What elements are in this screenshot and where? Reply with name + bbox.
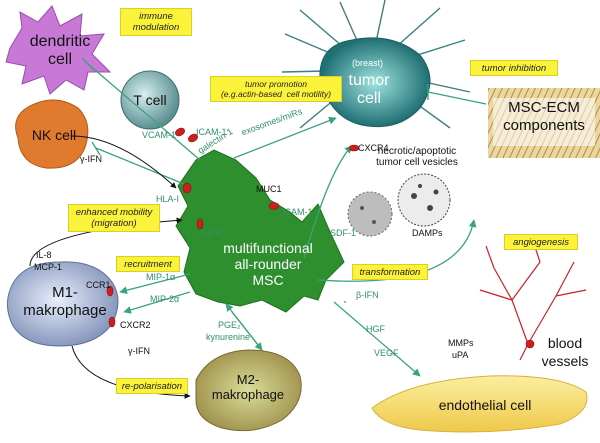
label-mip2a: MIP-2α [150,294,180,304]
t-cell-shape [120,70,180,130]
box-angiogenesis: angiogenesis [504,234,578,250]
label-cxcr2: CXCR2 [120,320,151,330]
endothelial-cell-shape [371,375,588,433]
tumor-subtype-label: (breast) [352,58,384,68]
msc-label: multifunctional all-rounder MSC [223,240,313,288]
label-cxcr4: CXCR4 [358,143,389,153]
label-sdf1: SDF-1 [330,228,357,238]
dendritic-cell-shape [5,5,112,95]
label-mcp1: MCP-1 [34,262,63,272]
blood-vessels-shape [479,243,587,361]
label-il8: IL-8 [36,250,52,260]
box-tumor-promotion: tumor promotion (e.g.actin-based cell mo… [210,76,342,102]
label-beta-ifn: β-IFN [356,290,379,300]
box-re-polarisation: re-polarisation [116,378,188,394]
label-damps: DAMPs [412,228,443,238]
box-enhanced-mobility: enhanced mobility (migration) [68,204,160,232]
label-ifn-nk: γ-IFN [80,154,102,164]
label-icam1-mid: ICAM-1 [282,207,313,217]
label-kynurenine: kynurenine [206,332,251,342]
box-immune-modulation: immune modulation [120,8,192,36]
label-muc1: MUC1 [256,184,282,194]
label-hla1: HLA-I [156,194,180,204]
vesicles-shape [347,173,451,237]
m1-macrophage-label: M1- makrophage [23,284,107,319]
box-transformation: transformation [352,264,428,280]
vesicles-label: necrotic/apoptotic tumor cell vesicles [376,146,458,168]
t-cell-label: T cell [133,92,167,108]
msc-ecm-label: MSC-ECM components [503,99,585,134]
m2-macrophage-shape [195,349,302,432]
label-hgf: HGF [366,324,385,334]
nk-cell-shape [15,99,89,169]
endothelial-cell-label: endothelial cell [438,397,532,413]
label-icam1-top: ICAM-1 [196,127,227,137]
label-ccr1: CCR1 [86,280,111,290]
label-vcam1: VCAM-1 [142,130,177,140]
m2-macrophage-label: M2- makrophage [211,372,285,402]
dendritic-cell-label: dendritic cell [29,33,91,68]
box-tumor-inhibition: tumor inhibition [470,60,558,76]
label-il8r: IL8-R [200,228,223,238]
label-mip1a: MIP-1α [146,272,176,282]
label-mmps: MMPs [448,338,474,348]
tumor-cell-label: tumor cell [348,72,390,107]
box-recruitment: recruitment [116,256,180,272]
nk-cell-label: NK cell [31,127,77,143]
receptors [106,127,535,349]
blood-vessels-label: blood vessels [541,335,589,369]
label-upa: uPA [452,350,469,360]
label-vegf: VEGF [374,348,399,358]
tumor-cell-shape [281,0,471,129]
label-ifn-m1: γ-IFN [128,346,150,356]
label-pge2: PGE₂ [218,320,241,330]
msc-shape [175,149,345,313]
